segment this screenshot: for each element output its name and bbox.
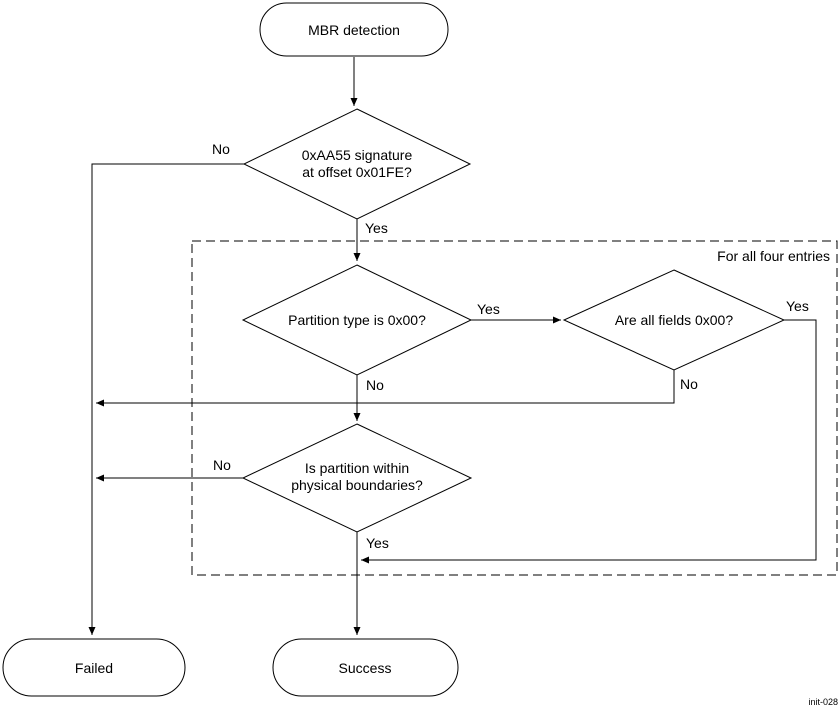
partition-type-decision-label: Partition type is 0x00? [288,312,426,328]
figure-id: init-028 [808,697,838,707]
signature-no-label: No [212,141,230,157]
all-fields-decision-diamond [562,269,786,371]
all-fields-no-label: No [680,376,698,392]
start-terminal [259,2,449,57]
all-fields-yes-label: Yes [786,298,809,314]
partition-type-no-label: No [366,377,384,393]
boundaries-yes-label: Yes [366,535,389,551]
edge-all-fields-yes-loop-back [361,319,817,564]
success-terminal [272,638,459,697]
loop-region-label: For all four entries [717,248,830,264]
partition-type-yes-label: Yes [477,301,500,317]
boundaries-decision-diamond [241,423,473,533]
success-terminal-label: Success [339,660,392,676]
loop-region-box [191,240,838,576]
edge-all-fields-no-to-failed-rail [96,370,675,407]
all-fields-decision-label: Are all fields 0x00? [615,312,734,328]
partition-type-decision-diamond [241,264,473,376]
nodes: MBR detection 0xAA55 signature at offset… [2,2,786,697]
signature-decision-label-line1: 0xAA55 signature [302,147,413,163]
boundaries-decision-label-line2: physical boundaries? [291,477,423,493]
boundaries-no-label: No [213,457,231,473]
signature-decision-label-line2: at offset 0x01FE? [302,164,412,180]
edge-signature-no-to-failed [88,163,244,635]
signature-yes-label: Yes [365,220,388,236]
edge-labels: No Yes Yes No Yes No No Yes [212,141,809,551]
failed-terminal-label: Failed [75,660,113,676]
edges [88,57,817,635]
signature-decision-diamond [242,108,472,220]
failed-terminal [2,638,186,697]
start-terminal-label: MBR detection [308,22,400,38]
boundaries-decision-label-line1: Is partition within [305,460,409,476]
